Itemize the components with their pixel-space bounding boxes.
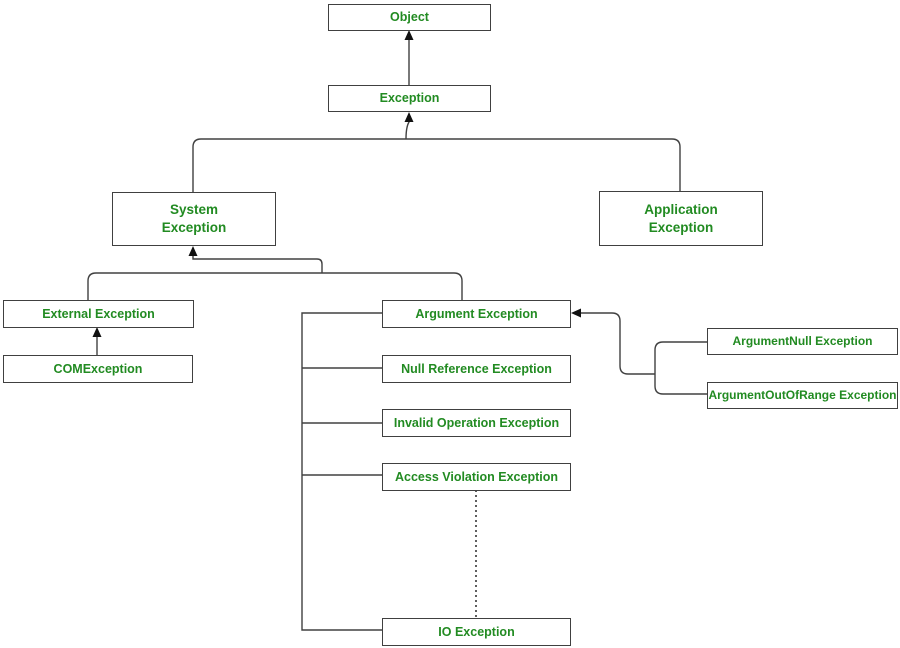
edge-argumentchildren-argument	[571, 308, 707, 395]
arrowhead-up-icon	[404, 30, 414, 40]
edge-bracket-external-argument	[87, 272, 463, 300]
node-external-exception: External Exception	[3, 300, 194, 328]
node-object: Object	[328, 4, 491, 31]
arrowhead-left-icon	[571, 308, 581, 318]
edge-system-application-exception	[192, 112, 681, 192]
edge-left-rail	[301, 312, 382, 631]
node-argument-exception: Argument Exception	[382, 300, 571, 328]
node-system-exception: System Exception	[112, 192, 276, 246]
edge-com-external	[92, 327, 102, 355]
arrowhead-up-icon	[188, 246, 198, 256]
edge-children-system-exception	[188, 246, 323, 273]
node-io-exception: IO Exception	[382, 618, 571, 646]
node-invalid-operation-exception: Invalid Operation Exception	[382, 409, 571, 437]
edge-exception-object	[404, 30, 414, 85]
node-argumentoutofrange-exception: ArgumentOutOfRange Exception	[707, 382, 898, 409]
arrowhead-up-icon	[404, 112, 414, 122]
node-application-exception: Application Exception	[599, 191, 763, 246]
node-exception: Exception	[328, 85, 491, 112]
node-argumentnull-exception: ArgumentNull Exception	[707, 328, 898, 355]
arrowhead-up-icon	[92, 327, 102, 337]
node-null-reference-exception: Null Reference Exception	[382, 355, 571, 383]
node-com-exception: COMException	[3, 355, 193, 383]
node-access-violation-exception: Access Violation Exception	[382, 463, 571, 491]
